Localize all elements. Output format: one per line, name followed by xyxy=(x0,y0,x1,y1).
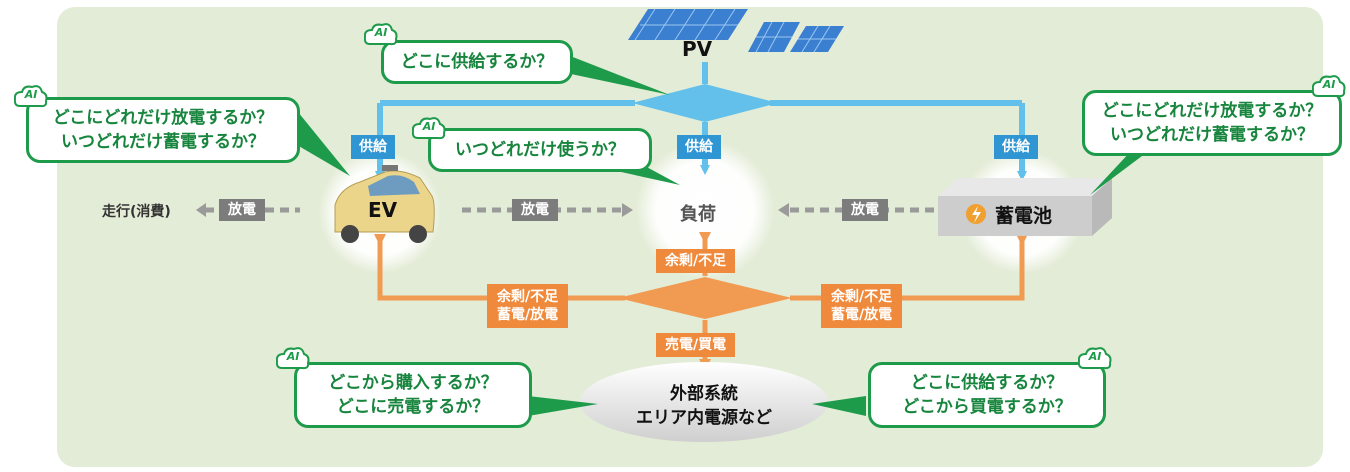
grid-right-question-line1: どこに供給するか？ xyxy=(910,373,1064,393)
grid-left-bubble-tail xyxy=(528,396,598,416)
load-question-text: いつどれだけ使うか？ xyxy=(455,140,625,160)
grid-label-line1: 外部系統 xyxy=(670,384,738,404)
pv-diamond xyxy=(632,84,778,122)
ev-question-line1: どこにどれだけ放電するか？ xyxy=(52,108,274,128)
ev-flow-label: 余剰/不足 蓄電/放電 xyxy=(487,284,569,328)
load-glow xyxy=(635,140,775,280)
ev-bubble-tail xyxy=(285,112,350,176)
battery-flow-label-2: 蓄電/放電 xyxy=(831,307,893,323)
battery-bubble-tail xyxy=(1090,150,1150,195)
drive-arrow-head xyxy=(196,203,206,217)
battery-flow-label: 余剰/不足 蓄電/放電 xyxy=(821,284,903,328)
pv-label: PV xyxy=(682,37,713,61)
ev-flow-label-2: 蓄電/放電 xyxy=(497,307,559,323)
grid-left-question-line1: どこから購入するか？ xyxy=(328,373,498,393)
ev-label: EV xyxy=(368,198,398,222)
grid-trade-label: 売電/買電 xyxy=(656,333,736,357)
ev-question-line2: いつどれだけ蓄電するか？ xyxy=(61,132,265,152)
pv-panels-icon xyxy=(628,8,844,53)
supply-label-battery: 供給 xyxy=(994,135,1038,159)
ev-flow-label-1: 余剰/不足 xyxy=(497,289,559,305)
ai-cloud-icon-pv: AI xyxy=(363,22,398,48)
pv-bubble-tail xyxy=(552,52,670,95)
grid-left-question-bubble: どこから購入するか？ どこに売電するか？ xyxy=(294,362,532,428)
battery-question-line2: いつどれだけ蓄電するか？ xyxy=(1110,125,1314,145)
ai-cloud-icon-grid-right: AI xyxy=(1077,346,1112,372)
ev-load-arrow-head xyxy=(622,203,633,217)
grid-left-question-line2: どこに売電するか？ xyxy=(336,397,490,417)
grid-right-bubble-tail xyxy=(812,396,866,416)
grid-label-line2: エリア内電源など xyxy=(636,408,772,428)
ai-cloud-icon-ev: AI xyxy=(13,84,48,110)
ai-cloud-icon-battery: AI xyxy=(1311,74,1346,100)
grid-diamond xyxy=(618,277,792,319)
discharge-label-battery-load: 放電 xyxy=(842,199,888,221)
supply-label-ev: 供給 xyxy=(351,135,395,159)
battery-box-icon xyxy=(938,178,1112,236)
load-balance-label: 余剰/不足 xyxy=(656,249,736,273)
ev-question-bubble: どこにどれだけ放電するか？ いつどれだけ蓄電するか？ xyxy=(26,97,300,163)
battery-question-line1: どこにどれだけ放電するか？ xyxy=(1101,101,1323,121)
battery-flow-label-1: 余剰/不足 xyxy=(831,289,893,305)
ai-cloud-icon-load: AI xyxy=(411,116,446,142)
grid-right-question-bubble: どこに供給するか？ どこから買電するか？ xyxy=(868,362,1106,428)
driving-label: 走行(消費) xyxy=(102,204,171,220)
supply-label-load: 供給 xyxy=(677,135,721,159)
discharge-label-drive: 放電 xyxy=(219,199,265,221)
battery-load-arrow-head xyxy=(778,203,789,217)
grid-right-question-line2: どこから買電するか？ xyxy=(902,397,1072,417)
load-label: 負荷 xyxy=(680,204,716,225)
battery-question-bubble: どこにどれだけ放電するか？ いつどれだけ蓄電するか？ xyxy=(1082,90,1342,156)
ev-car-icon xyxy=(334,165,435,243)
discharge-label-ev-load: 放電 xyxy=(512,199,558,221)
load-question-bubble: いつどれだけ使うか？ xyxy=(428,128,652,172)
grid-ellipse xyxy=(580,362,828,442)
pv-question-text: どこに供給するか？ xyxy=(400,52,554,72)
ai-cloud-icon-grid-left: AI xyxy=(275,346,310,372)
battery-label: 蓄電池 xyxy=(995,205,1053,227)
pv-question-bubble: どこに供給するか？ xyxy=(381,40,573,84)
